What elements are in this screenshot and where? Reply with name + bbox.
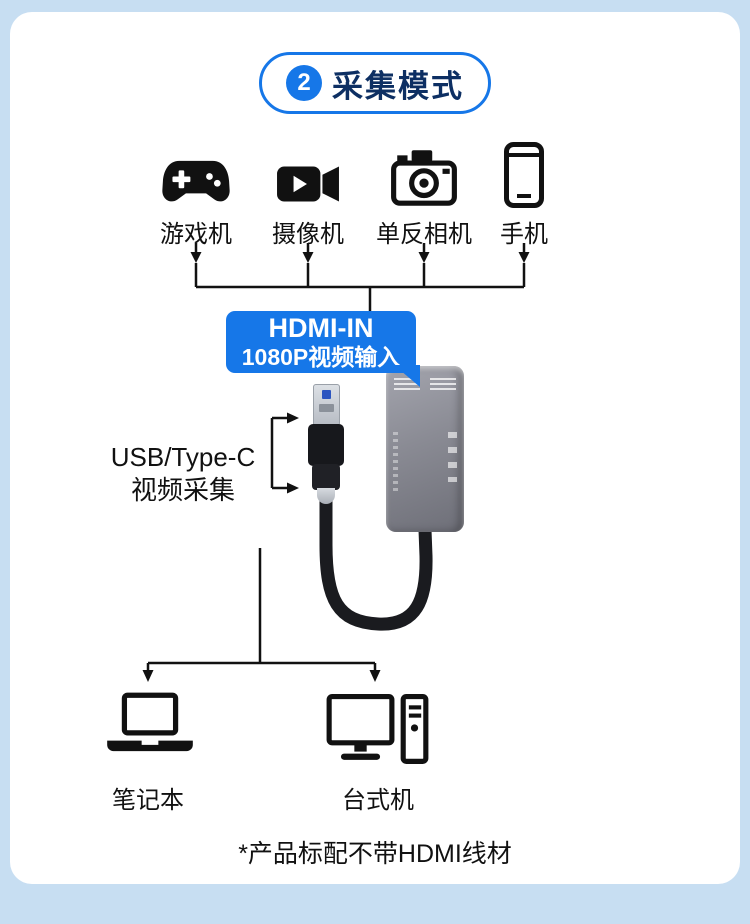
- source-video-camera: 摄像机: [248, 136, 368, 249]
- dslr-camera-icon: [364, 136, 484, 208]
- laptop-icon: [103, 692, 197, 763]
- device-side-print: [393, 432, 398, 492]
- hdmi-in-subtitle: 1080P视频输入: [241, 344, 401, 371]
- output-label-laptop: 笔记本: [112, 787, 184, 814]
- content-card: [10, 12, 740, 884]
- usb-capture-line2: 视频采集: [130, 475, 235, 505]
- section-number-badge: 2: [286, 65, 322, 101]
- source-label: 手机: [500, 221, 548, 248]
- phone-icon: [464, 136, 584, 208]
- usb-capture-line1: USB/Type-C: [110, 442, 256, 472]
- section-title: 采集模式: [332, 68, 464, 104]
- output-label-desktop: 台式机: [342, 787, 414, 814]
- capture-card-device: [386, 366, 464, 532]
- source-label: 摄像机: [272, 221, 344, 248]
- usb-a-slot: [319, 404, 334, 412]
- device-print-marks: [430, 378, 456, 390]
- certification-marks: [448, 432, 457, 482]
- source-dslr-camera: 单反相机: [364, 136, 484, 249]
- usb-capture-label: USB/Type-C 视频采集: [93, 441, 273, 507]
- source-game-console: 游戏机: [136, 136, 256, 249]
- gamepad-icon: [136, 136, 256, 208]
- source-phone: 手机: [464, 136, 584, 249]
- source-label: 游戏机: [160, 221, 232, 248]
- desktop-icon: [326, 694, 430, 771]
- video-camera-icon: [248, 136, 368, 208]
- source-label: 单反相机: [376, 221, 472, 248]
- usb-a-plug-body: [308, 424, 344, 466]
- hdmi-in-callout: HDMI-IN 1080P视频输入: [226, 311, 420, 387]
- footnote: *产品标配不带HDMI线材: [238, 840, 512, 868]
- type-c-plug-tip: [317, 488, 335, 504]
- type-c-plug-body: [312, 464, 340, 490]
- hdmi-in-title: HDMI-IN: [268, 312, 374, 343]
- section-badge: 2 采集模式: [259, 52, 491, 114]
- usb-a-plug-icon: [313, 384, 340, 426]
- usb-a-tongue: [322, 390, 331, 399]
